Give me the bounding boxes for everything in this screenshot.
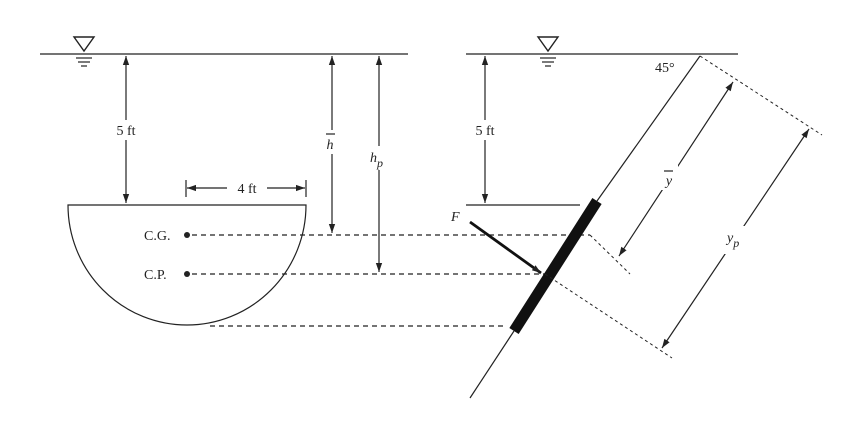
left-panel: 5 ft 4 ft C.G. C.P. h hp [40,36,408,326]
water-surface-triangle-icon [536,36,560,67]
inclined-gate-plate [509,198,602,334]
left-depth-label: 5 ft [116,124,135,139]
ybar-label: y [664,174,673,189]
cp-extension-line [544,273,673,359]
surface-extension-line [699,55,823,136]
semicircle-gate [67,204,307,326]
cg-extension-line [589,234,631,275]
cp-point [184,271,190,277]
inclined-wall-lower [469,330,515,399]
right-panel: 45° 5 ft F y yp [450,36,823,399]
inclined-wall-upper [596,55,701,202]
water-surface-triangle-icon [72,36,96,67]
projection-lines [192,234,590,327]
cg-label: C.G. [144,229,170,244]
force-arrow [469,220,542,275]
right-depth-label: 5 ft [475,124,494,139]
angle-label: 45° [655,61,675,76]
force-label: F [450,210,460,225]
yp-label: yp [725,231,739,250]
width-label: 4 ft [237,182,256,197]
hbar-label: h [327,138,334,153]
cg-point [184,232,190,238]
hp-label: hp [370,151,383,170]
cp-label: C.P. [144,268,167,283]
